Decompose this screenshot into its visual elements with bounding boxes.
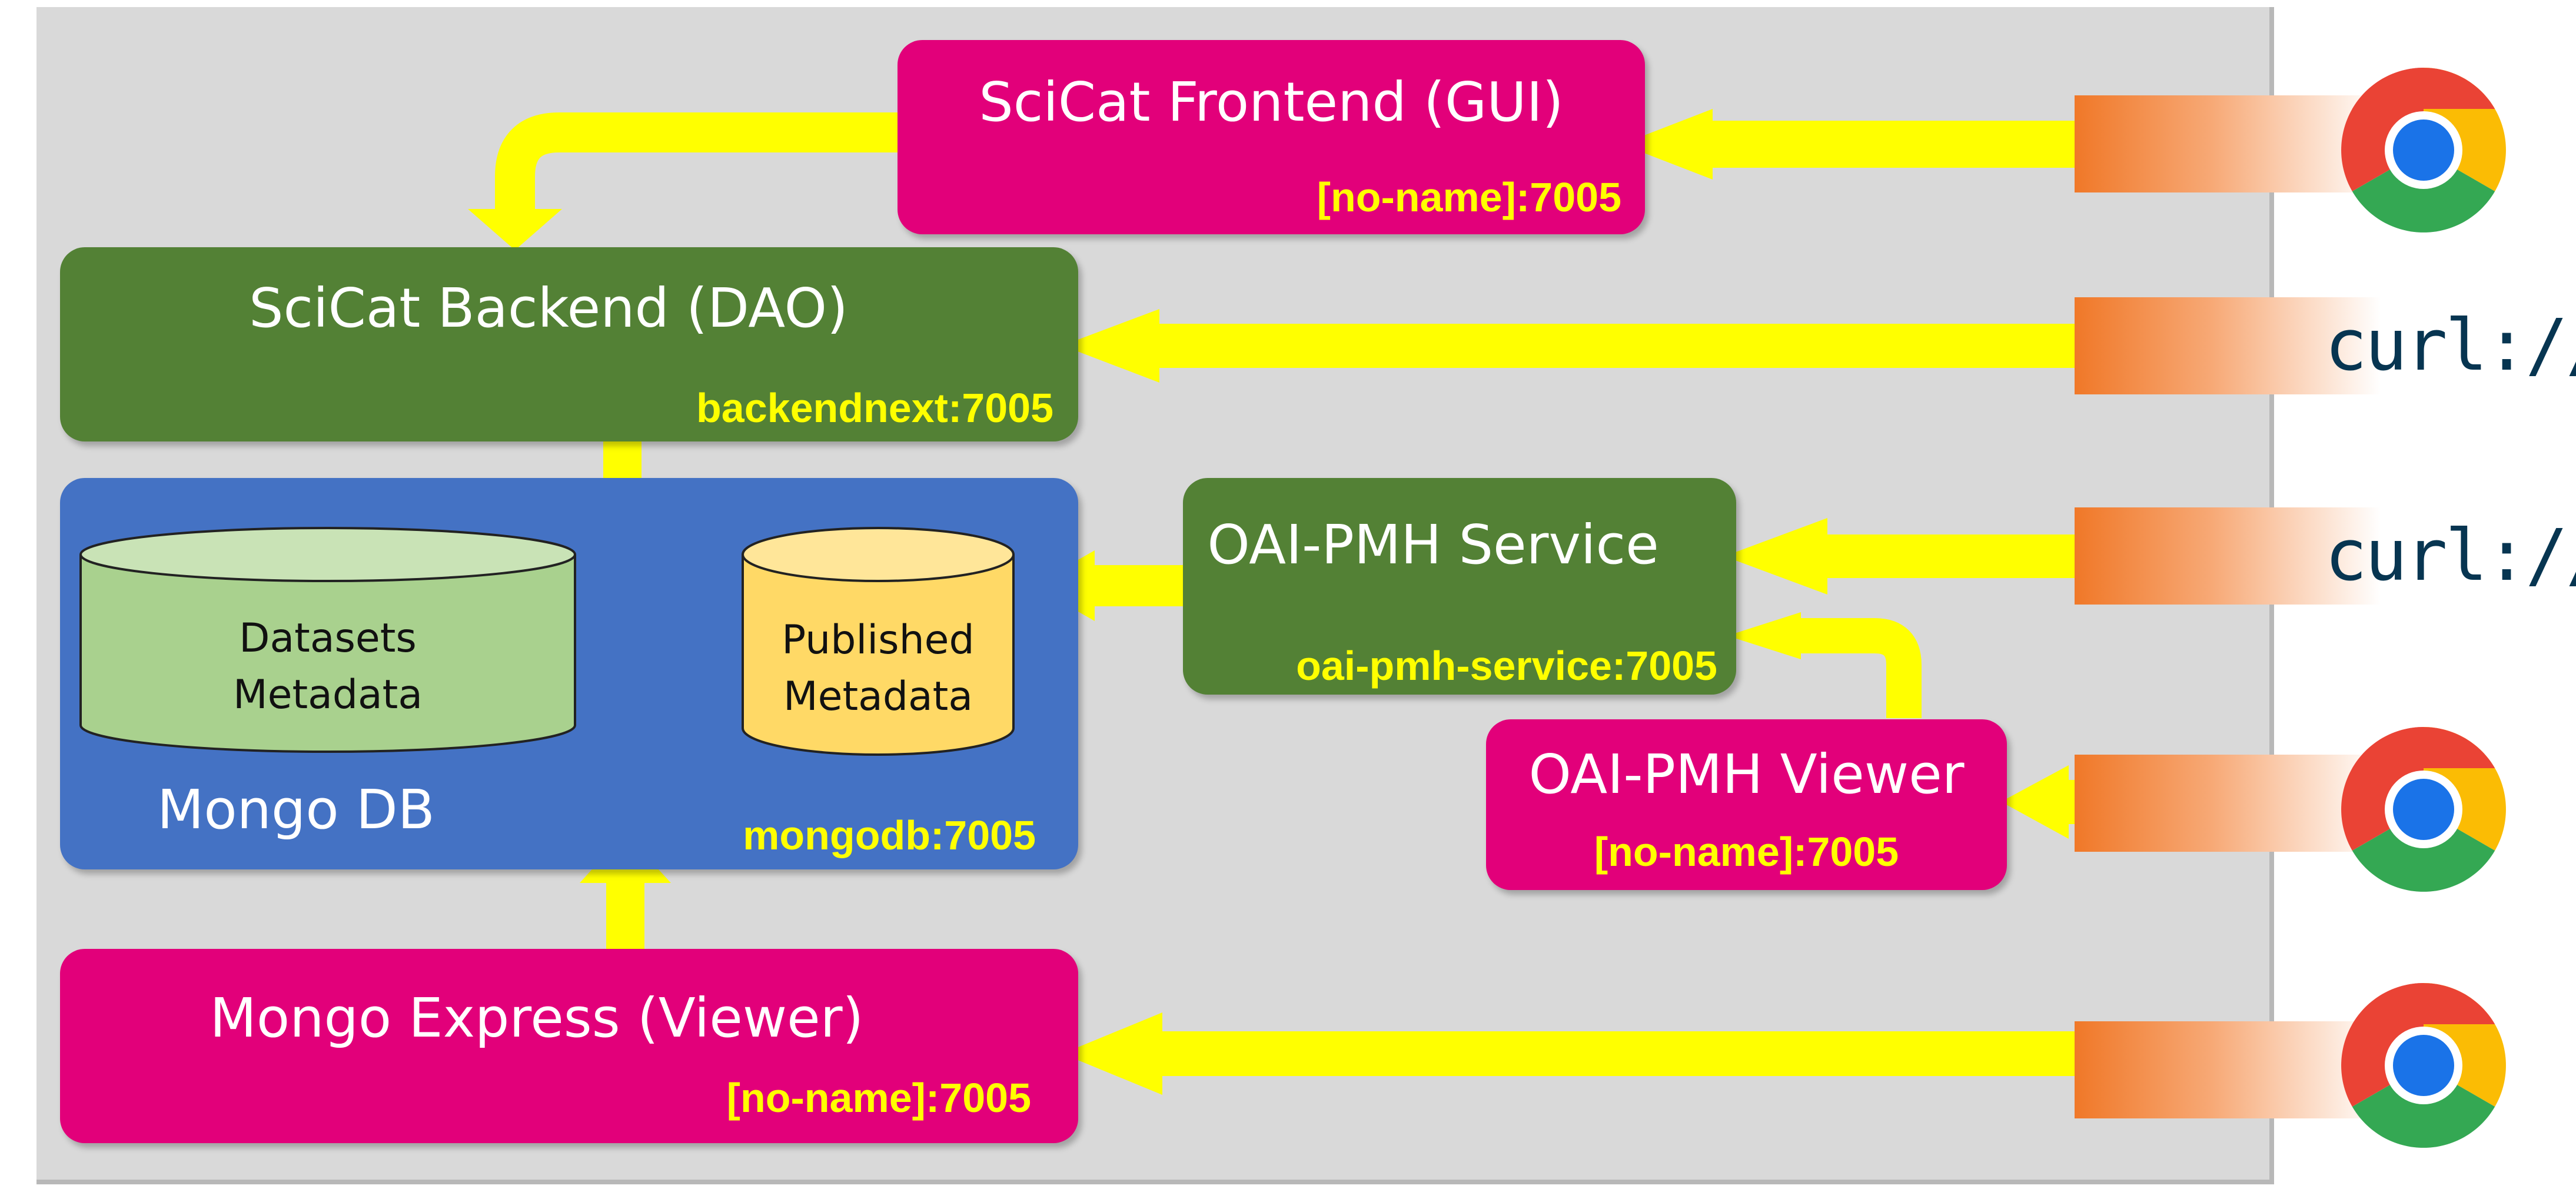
scicat-frontend-box: SciCat Frontend (GUI) [no-name]:7005	[898, 40, 1645, 234]
scicat-frontend-port: [no-name]:7005	[1317, 174, 1621, 220]
datasets-metadata-label: Datasets Metadata	[78, 610, 578, 723]
client-stub-2	[2075, 297, 2381, 394]
mongo-express-box: Mongo Express (Viewer) [no-name]:7005	[60, 949, 1078, 1143]
mongodb-port: mongodb:7005	[743, 812, 1036, 858]
published-metadata-cylinder	[742, 527, 1015, 756]
scicat-backend-title: SciCat Backend (DAO)	[249, 277, 848, 340]
client-stub-1	[2075, 95, 2381, 192]
published-label-line2: Metadata	[783, 673, 973, 720]
arrow-curl-to-oai-service	[1724, 518, 2119, 595]
oai-pmh-service-box: OAI-PMH Service oai-pmh-service:7005	[1183, 478, 1736, 695]
arrow-chrome-to-mongo-express	[1062, 1012, 2101, 1095]
mongo-express-port: [no-name]:7005	[726, 1075, 1031, 1121]
client-stub-5	[2075, 1021, 2381, 1118]
datasets-label-line1: Datasets	[239, 615, 417, 662]
oai-pmh-service-title: OAI-PMH Service	[1207, 513, 1659, 576]
oai-pmh-viewer-box: OAI-PMH Viewer [no-name]:7005	[1486, 719, 2007, 890]
arrow-chrome-to-frontend	[1621, 109, 2119, 180]
chrome-icon	[2341, 727, 2506, 892]
mongo-express-title: Mongo Express (Viewer)	[210, 987, 864, 1050]
curl-logo-icon: curl://	[2325, 305, 2576, 387]
scicat-backend-box: SciCat Backend (DAO) backendnext:7005	[60, 247, 1078, 441]
chrome-icon	[2341, 68, 2506, 233]
client-stub-4	[2075, 755, 2381, 852]
oai-pmh-viewer-title: OAI-PMH Viewer	[1528, 743, 1965, 806]
published-metadata-label: Published Metadata	[740, 612, 1016, 725]
datasets-label-line2: Metadata	[232, 672, 423, 718]
arrow-curl-to-backend	[1062, 309, 2119, 383]
scicat-frontend-title: SciCat Frontend (GUI)	[979, 71, 1564, 134]
arrow-frontend-to-backend-head	[468, 209, 562, 250]
datasets-metadata-cylinder	[79, 527, 576, 753]
published-label-line1: Published	[782, 617, 975, 663]
chrome-icon	[2341, 983, 2506, 1148]
mongodb-title: Mongo DB	[157, 778, 435, 841]
curl-logo-icon: curl://	[2325, 515, 2576, 597]
arrow-viewer-to-service-head	[1727, 612, 1801, 659]
arrow-viewer-to-service-line	[1795, 618, 1922, 718]
oai-pmh-service-port: oai-pmh-service:7005	[1296, 643, 1717, 689]
arrow-frontend-to-backend-line	[495, 112, 898, 209]
oai-pmh-viewer-port: [no-name]:7005	[1594, 829, 1899, 875]
scicat-backend-port: backendnext:7005	[696, 385, 1053, 431]
client-stub-3	[2075, 507, 2381, 605]
mongodb-box: Datasets Metadata Published Metadata Mon…	[60, 478, 1078, 869]
